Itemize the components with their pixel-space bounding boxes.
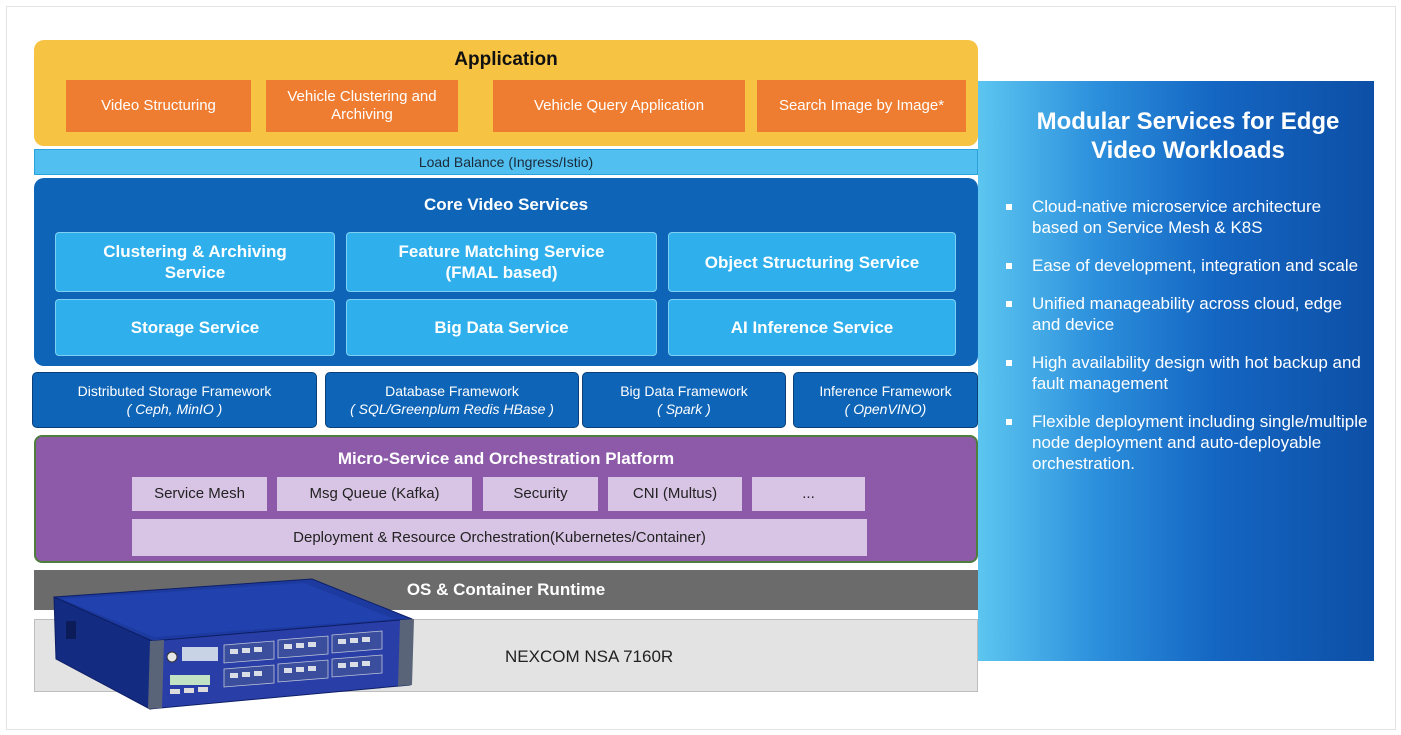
ms-cni: CNI (Multus) bbox=[608, 477, 742, 511]
framework-name: Big Data Framework bbox=[620, 383, 748, 399]
app-search-image: Search Image by Image* bbox=[757, 80, 966, 132]
server-appliance-image bbox=[53, 578, 414, 710]
service-storage: Storage Service bbox=[55, 299, 335, 356]
app-vehicle-query: Vehicle Query Application bbox=[493, 80, 745, 132]
framework-tech: ( Spark ) bbox=[657, 401, 711, 417]
ms-security: Security bbox=[483, 477, 598, 511]
service-object-structuring: Object Structuring Service bbox=[668, 232, 956, 292]
framework-tech: ( OpenVINO) bbox=[844, 401, 927, 417]
bullet-item: Cloud-native microservice architecture b… bbox=[1000, 196, 1370, 238]
square-bullet-icon bbox=[1006, 263, 1012, 269]
ms-msg-queue: Msg Queue (Kafka) bbox=[277, 477, 472, 511]
load-balance-bar: Load Balance (Ingress/Istio) bbox=[34, 149, 978, 175]
square-bullet-icon bbox=[1006, 301, 1012, 307]
square-bullet-icon bbox=[1006, 419, 1012, 425]
ms-orchestration: Deployment & Resource Orchestration(Kube… bbox=[132, 519, 867, 556]
bullet-item: High availability design with hot backup… bbox=[1000, 352, 1370, 394]
service-ai-inference: AI Inference Service bbox=[668, 299, 956, 356]
slide-frame bbox=[6, 6, 1396, 730]
side-panel-title: Modular Services for Edge Video Workload… bbox=[1036, 108, 1340, 164]
framework-inference: Inference Framework ( OpenVINO) bbox=[793, 372, 978, 428]
app-vehicle-clustering: Vehicle Clustering and Archiving bbox=[266, 80, 458, 132]
framework-big-data: Big Data Framework ( Spark ) bbox=[582, 372, 786, 428]
application-title: Application bbox=[454, 49, 558, 70]
service-clustering-archiving: Clustering & Archiving Service bbox=[55, 232, 335, 292]
service-big-data: Big Data Service bbox=[346, 299, 657, 356]
framework-tech: ( Ceph, MinIO ) bbox=[126, 401, 223, 417]
core-title: Core Video Services bbox=[423, 195, 589, 214]
microservice-title: Micro-Service and Orchestration Platform bbox=[337, 449, 675, 468]
framework-name: Inference Framework bbox=[819, 383, 952, 399]
service-feature-matching: Feature Matching Service (FMAL based) bbox=[346, 232, 657, 292]
hardware-label: NEXCOM NSA 7160R bbox=[505, 647, 674, 666]
core-video-services: Core Video Services Clustering & Archivi… bbox=[34, 178, 978, 366]
side-panel-bullets: Cloud-native microservice architecture b… bbox=[1000, 196, 1370, 491]
bullet-item: Flexible deployment including single/mul… bbox=[1000, 411, 1370, 474]
framework-distributed-storage: Distributed Storage Framework ( Ceph, Mi… bbox=[32, 372, 317, 428]
square-bullet-icon bbox=[1006, 360, 1012, 366]
ms-more: ... bbox=[752, 477, 865, 511]
bullet-item: Unified manageability across cloud, edge… bbox=[1000, 293, 1370, 335]
application-layer: Application Video Structuring Vehicle Cl… bbox=[34, 40, 978, 146]
microservice-platform: Micro-Service and Orchestration Platform… bbox=[34, 435, 978, 563]
side-panel: Modular Services for Edge Video Workload… bbox=[978, 81, 1374, 661]
framework-name: Database Framework bbox=[385, 383, 519, 399]
framework-tech: ( SQL/Greenplum Redis HBase ) bbox=[350, 401, 554, 417]
bullet-item: Ease of development, integration and sca… bbox=[1000, 255, 1370, 276]
framework-database: Database Framework ( SQL/Greenplum Redis… bbox=[325, 372, 579, 428]
app-video-structuring: Video Structuring bbox=[66, 80, 251, 132]
square-bullet-icon bbox=[1006, 204, 1012, 210]
ms-service-mesh: Service Mesh bbox=[132, 477, 267, 511]
framework-name: Distributed Storage Framework bbox=[77, 383, 272, 399]
